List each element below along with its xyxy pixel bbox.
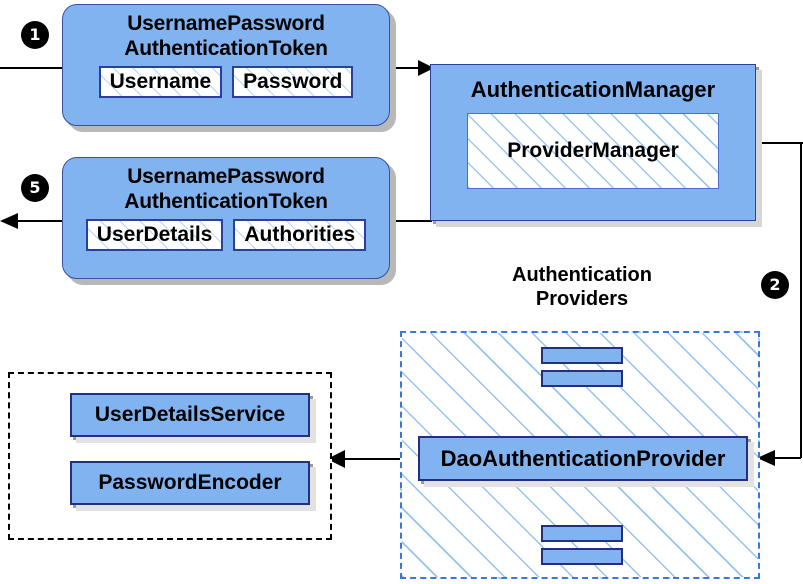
provider-bar-top-1[interactable]: [541, 347, 623, 364]
provider-bar-bottom-2[interactable]: [541, 548, 623, 565]
field-password: Password: [232, 66, 354, 98]
inbound-request-line: [0, 67, 62, 69]
provider-bar-bottom-1[interactable]: [541, 525, 623, 542]
field-userdetails: UserDetails: [85, 219, 224, 251]
request-token-title-line1: UsernamePassword: [127, 12, 325, 35]
response-token-fields: UserDetails Authorities: [85, 219, 367, 251]
request-token-title-line2: AuthenticationToken: [124, 37, 328, 60]
providers-label-line1: Authentication: [512, 264, 652, 286]
authentication-providers-label: Authentication Providers: [460, 263, 704, 311]
provider-bar-top-2[interactable]: [541, 370, 623, 387]
authentication-manager-card[interactable]: AuthenticationManager ProviderManager: [430, 64, 756, 221]
response-authentication-token-card[interactable]: UsernamePassword AuthenticationToken Use…: [62, 157, 390, 279]
password-encoder-box[interactable]: PasswordEncoder: [70, 461, 310, 505]
authentication-manager-title: AuthenticationManager: [470, 77, 716, 102]
arrow-token-to-authentication-manager: [388, 60, 434, 76]
request-authentication-token-card[interactable]: UsernamePassword AuthenticationToken Use…: [62, 4, 390, 126]
field-username: Username: [98, 66, 223, 98]
arrow-provider-manager-to-dao-provider: [757, 144, 802, 466]
response-token-title-line1: UsernamePassword: [127, 165, 325, 188]
step-marker-5: 5: [22, 175, 48, 201]
response-token-title-line2: AuthenticationToken: [124, 190, 328, 213]
step-marker-2: 2: [762, 272, 788, 298]
user-details-service-box[interactable]: UserDetailsService: [70, 393, 310, 437]
step-marker-1: 1: [22, 22, 48, 48]
provider-manager-box[interactable]: ProviderManager: [467, 113, 719, 189]
providers-label-line2: Providers: [535, 288, 629, 310]
response-token-title: UsernamePassword AuthenticationToken: [124, 164, 328, 214]
field-authorities: Authorities: [233, 219, 367, 251]
request-token-title: UsernamePassword AuthenticationToken: [124, 11, 328, 61]
request-token-fields: Username Password: [98, 66, 354, 98]
dao-authentication-provider-box[interactable]: DaoAuthenticationProvider: [418, 436, 748, 481]
provider-manager-exit-line: [755, 142, 803, 144]
